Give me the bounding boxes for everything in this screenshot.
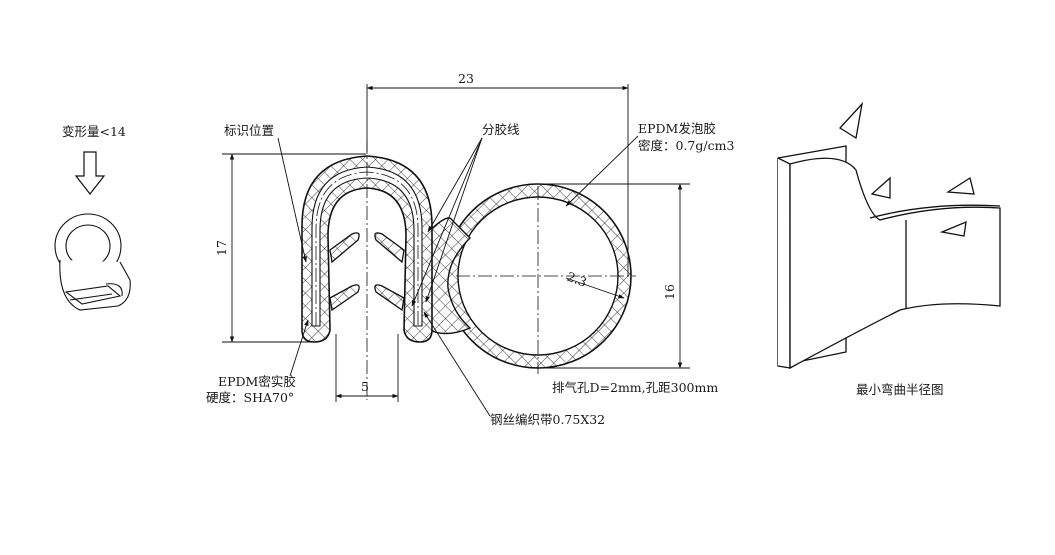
dim-height-left-label: 17	[214, 240, 229, 256]
dim-gap-bottom-label: 5	[361, 379, 369, 394]
foam-density-label: 密度：0.7g/cm3	[638, 138, 734, 153]
fin-icon	[838, 101, 864, 140]
fin-icon	[870, 176, 891, 199]
dim-bulb-height: 16	[540, 183, 690, 369]
dim-width-top-label: 23	[458, 71, 474, 86]
solid-material-label: EPDM密实胶	[218, 374, 296, 389]
callout-steel-tape: 钢丝编织带0.75X32	[423, 311, 605, 427]
u-channel	[301, 155, 433, 343]
bend-radius-label: 最小弯曲半径图	[856, 382, 944, 397]
dim-bulb-height-label: 16	[662, 284, 677, 300]
deformation-thumbnail: 变形量<14	[54, 124, 131, 311]
seal-cross-section: 23 17 5 16 2.3 标识位置	[206, 71, 734, 427]
down-arrow-icon	[74, 151, 106, 195]
dim-width-top: 23	[366, 71, 629, 276]
split-line-label: 分胶线	[482, 122, 520, 137]
callout-vent: 排气孔D=2mm,孔距300mm	[552, 380, 718, 395]
vent-hole-label: 排气孔D=2mm,孔距300mm	[552, 380, 718, 395]
dim-height-left: 17	[214, 153, 366, 343]
bend-radius-sketch: 最小弯曲半径图	[777, 101, 1001, 397]
solid-hardness-label: 硬度：SHA70°	[206, 390, 294, 405]
callout-marking-position: 标识位置	[224, 123, 307, 263]
marking-position-label: 标识位置	[224, 123, 274, 138]
foam-material-label: EPDM发泡胶	[638, 121, 716, 136]
seal-ring-sketch	[54, 213, 131, 311]
deform-label: 变形量<14	[62, 124, 126, 139]
callout-split-line: 分胶线	[411, 122, 520, 307]
dim-wall-thickness-label: 2.3	[565, 269, 589, 290]
callout-solid: EPDM密实胶 硬度：SHA70°	[206, 319, 309, 405]
steel-tape-label: 钢丝编织带0.75X32	[490, 412, 605, 427]
fin-icon	[946, 176, 975, 195]
fin-icon	[939, 220, 967, 237]
dim-wall-thickness: 2.3	[565, 269, 625, 299]
grip-fins	[329, 232, 405, 312]
dim-gap-bottom: 5	[335, 334, 399, 402]
steel-tape-band	[311, 166, 423, 327]
callout-foam: EPDM发泡胶 密度：0.7g/cm3	[565, 121, 734, 207]
